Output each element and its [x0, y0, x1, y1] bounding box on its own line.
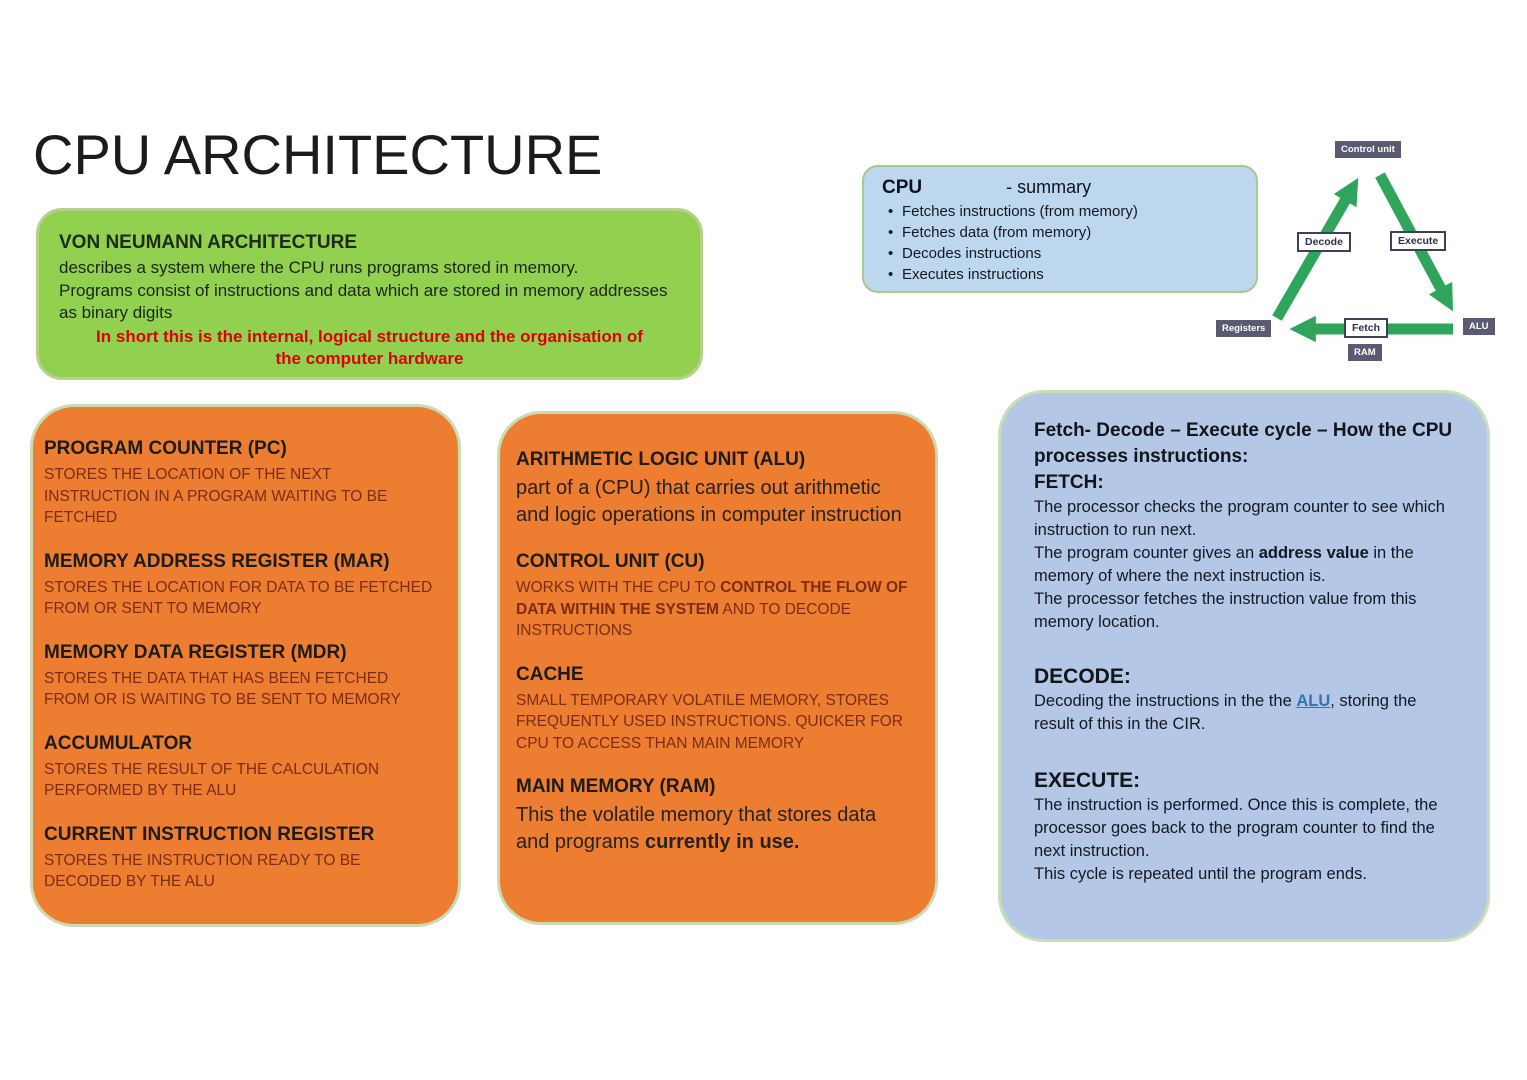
fetch-paragraph-3: The processor fetches the instruction va… [1034, 590, 1417, 631]
decode-paragraph: Decoding the instructions in the the ALU… [1034, 692, 1417, 733]
von-neumann-highlight: In short this is the internal, logical s… [96, 326, 643, 368]
fetch-label: FETCH: [1034, 472, 1104, 493]
section-title: CACHE [516, 663, 584, 685]
fde-cycle-box: Fetch- Decode – Execute cycle – How the … [998, 390, 1490, 942]
cpu-summary-box: CPU - summary • Fetches instructions (fr… [862, 165, 1258, 293]
bullet-icon: • [888, 224, 894, 241]
decode-label: DECODE: [1034, 665, 1131, 688]
node-alu: ALU [1463, 318, 1495, 335]
bullet-icon: • [888, 266, 894, 283]
section-body: STORES THE RESULT OF THE CALCULATION PER… [44, 760, 380, 800]
section-program-counter: PROGRAM COUNTER (PC) STORES THE LOCATION… [44, 438, 434, 529]
section-body: STORES THE LOCATION OF THE NEXT INSTRUCT… [44, 466, 388, 526]
section-title: MAIN MEMORY (RAM) [516, 776, 716, 797]
section-title: MEMORY ADDRESS REGISTER (MAR) [44, 550, 390, 572]
section-accumulator: ACCUMULATOR STORES THE RESULT OF THE CAL… [44, 733, 434, 802]
section-title: CURRENT INSTRUCTION REGISTER [44, 823, 375, 845]
node-ram: RAM [1348, 344, 1382, 361]
node-registers: Registers [1216, 320, 1272, 337]
von-neumann-box: VON NEUMANN ARCHITECTURE describes a sys… [36, 208, 703, 380]
section-title: CONTROL UNIT (CU) [516, 551, 705, 572]
summary-bullet-text: Executes instructions [902, 266, 1044, 283]
summary-bullet-text: Fetches instructions (from memory) [902, 203, 1138, 220]
page-title: CPU ARCHITECTURE [33, 123, 603, 186]
fetch-paragraph-1: The processor checks the program counter… [1034, 498, 1445, 539]
section-title: MEMORY DATA REGISTER (MDR) [44, 641, 347, 663]
cpu-summary-subheading: - summary [1006, 177, 1092, 197]
von-neumann-line1: describes a system where the CPU runs pr… [59, 258, 579, 277]
bullet-icon: • [888, 203, 894, 220]
section-memory-address-register: MEMORY ADDRESS REGISTER (MAR) STORES THE… [44, 551, 434, 620]
section-title: ARITHMETIC LOGIC UNIT (ALU) [516, 449, 806, 470]
summary-bullet-item: • Fetches data (from memory) [882, 222, 1244, 243]
section-body: SMALL TEMPORARY VOLATILE MEMORY, STORES … [516, 691, 903, 752]
components-box: ARITHMETIC LOGIC UNIT (ALU) part of a (C… [497, 411, 938, 925]
section-cache: CACHE SMALL TEMPORARY VOLATILE MEMORY, S… [516, 664, 913, 755]
section-body: WORKS WITH THE CPU TO CONTROL THE FLOW O… [516, 579, 908, 639]
section-title: ACCUMULATOR [44, 732, 193, 754]
section-main-memory: MAIN MEMORY (RAM) This the volatile memo… [516, 776, 913, 856]
section-body: STORES THE LOCATION FOR DATA TO BE FETCH… [44, 578, 433, 618]
execute-paragraph-1: The instruction is performed. Once this … [1034, 796, 1438, 860]
summary-bullet-item: • Executes instructions [882, 264, 1244, 285]
section-body: This the volatile memory that stores dat… [516, 804, 877, 853]
summary-bullet-text: Fetches data (from memory) [902, 224, 1092, 241]
section-body: STORES THE INSTRUCTION READY TO BE DECOD… [44, 851, 361, 891]
step-fetch: Fetch [1344, 318, 1389, 338]
cpu-summary-heading: CPU [882, 177, 923, 198]
registers-box: PROGRAM COUNTER (PC) STORES THE LOCATION… [30, 404, 461, 927]
cpu-summary-header: CPU - summary [882, 177, 1244, 199]
section-alu: ARITHMETIC LOGIC UNIT (ALU) part of a (C… [516, 449, 913, 529]
node-control-unit: Control unit [1335, 141, 1401, 158]
bullet-icon: • [888, 245, 894, 262]
fde-heading: Fetch- Decode – Execute cycle – How the … [1034, 420, 1453, 467]
section-title: PROGRAM COUNTER (PC) [44, 438, 287, 459]
section-memory-data-register: MEMORY DATA REGISTER (MDR) STORES THE DA… [44, 642, 434, 711]
section-body: part of a (CPU) that carries out arithme… [516, 477, 902, 526]
von-neumann-heading: VON NEUMANN ARCHITECTURE [59, 232, 358, 253]
execute-label: EXECUTE: [1034, 769, 1141, 792]
von-neumann-line2: Programs consist of instructions and dat… [59, 280, 668, 323]
execute-paragraph-2: This cycle is repeated until the program… [1034, 865, 1367, 883]
summary-bullet-item: • Fetches instructions (from memory) [882, 201, 1244, 222]
step-decode: Decode [1297, 232, 1351, 252]
fetch-paragraph-2: The program counter gives an address val… [1034, 544, 1414, 585]
alu-link[interactable]: ALU [1296, 692, 1331, 710]
summary-bullet-item: • Decodes instructions [882, 243, 1244, 264]
section-body: STORES THE DATA THAT HAS BEEN FETCHED FR… [44, 669, 401, 709]
step-execute: Execute [1390, 231, 1447, 251]
summary-bullet-text: Decodes instructions [902, 245, 1042, 262]
section-control-unit: CONTROL UNIT (CU) WORKS WITH THE CPU TO … [516, 551, 913, 642]
section-current-instruction-register: CURRENT INSTRUCTION REGISTER STORES THE … [44, 824, 434, 893]
